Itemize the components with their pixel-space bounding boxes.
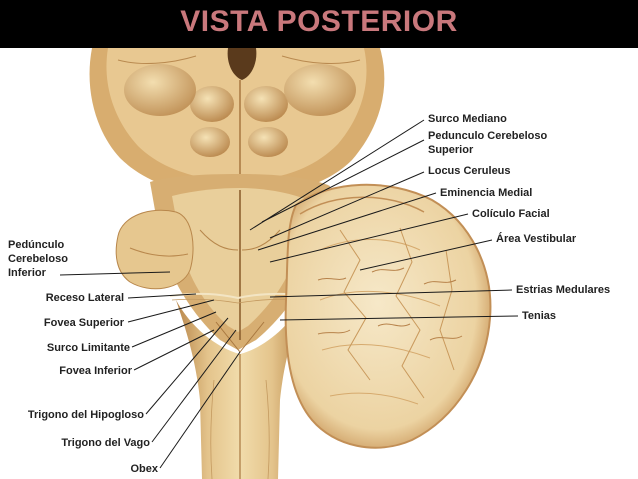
inferior-colliculus-left (190, 127, 230, 157)
title-bar (0, 0, 638, 48)
label-trigono-hipogloso: Trigono del Hipogloso (28, 409, 144, 421)
label-receso-lateral: Receso Lateral (46, 292, 124, 304)
label-pedunculo-superior: Pedunculo Cerebeloso (428, 130, 547, 142)
inferior-cerebellar-peduncle (115, 209, 194, 290)
third-ventricle-opening (227, 48, 257, 80)
label-surco-limitante: Surco Limitante (47, 342, 130, 354)
label-tenias: Tenias (522, 310, 556, 322)
label-eminencia-medial: Eminencia Medial (440, 187, 532, 199)
label-locus-ceruleus: Locus Ceruleus (428, 165, 511, 177)
cerebellum-cut-section (284, 183, 492, 449)
label-area-vestibular: Área Vestibular (496, 232, 577, 245)
label-pedunculo-inferior-2: Cerebeloso (8, 253, 68, 265)
upper-brainstem (89, 48, 385, 195)
label-pedunculo-inferior: Pedúnculo (8, 239, 65, 251)
slide-title: VISTA POSTERIOR (180, 5, 458, 38)
label-surco-mediano: Surco Mediano (428, 113, 507, 125)
superior-colliculus-right (244, 86, 288, 122)
label-pedunculo-superior-2: Superior (428, 144, 474, 156)
label-fovea-inferior: Fovea Inferior (59, 365, 132, 377)
superior-colliculus-left (190, 86, 234, 122)
label-estrias-medulares: Estrias Medulares (516, 284, 610, 296)
label-pedunculo-inferior-3: Inferior (8, 267, 47, 279)
label-coliculo-facial: Colículo Facial (472, 208, 550, 220)
labels-left: Pedúnculo Cerebeloso Inferior Receso Lat… (8, 239, 159, 475)
label-trigono-vago: Trigono del Vago (61, 437, 150, 449)
label-obex: Obex (130, 463, 158, 475)
label-fovea-superior: Fovea Superior (44, 317, 125, 329)
labels-right: Surco Mediano Pedunculo Cerebeloso Super… (428, 113, 610, 322)
inferior-colliculus-right (248, 127, 288, 157)
leader-lines (59, 119, 519, 469)
